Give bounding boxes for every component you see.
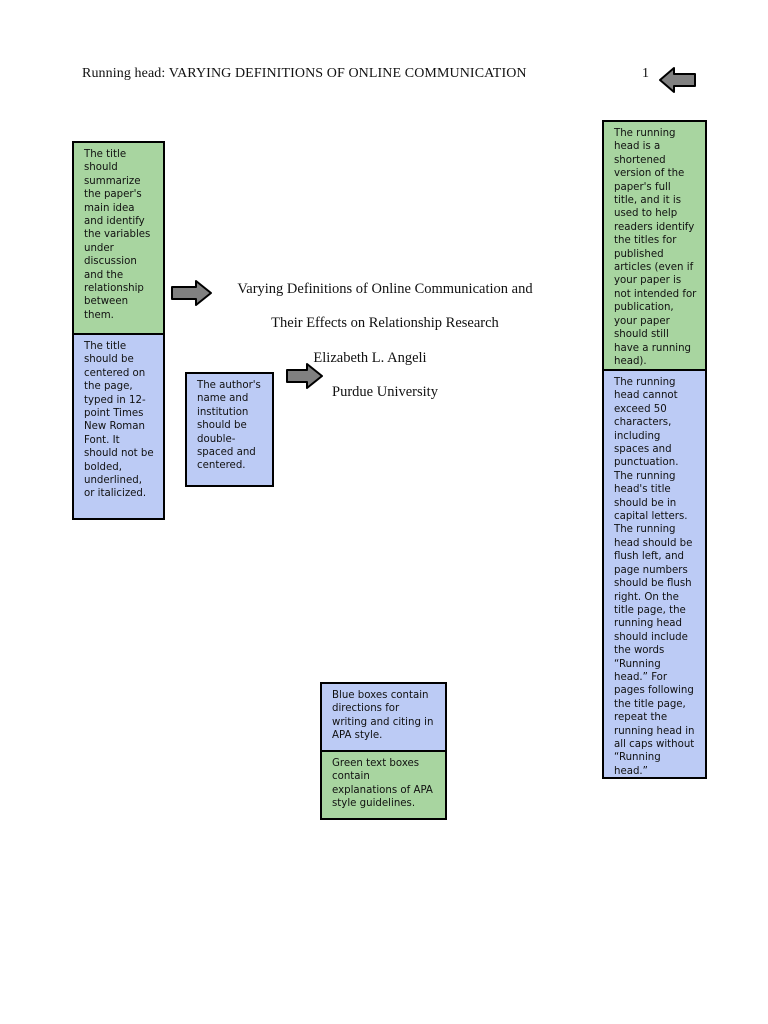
author-name: Elizabeth L. Angeli xyxy=(313,350,427,366)
note-title-summary: The title should summarize the paper's m… xyxy=(72,141,165,335)
arrow-right-icon xyxy=(171,280,212,306)
arrow-right-icon xyxy=(286,363,323,389)
legend-green-box: Green text boxes contain explanations of… xyxy=(320,750,447,820)
institution: Purdue University xyxy=(332,384,438,400)
page-number: 1 xyxy=(642,66,649,81)
arrow-left-icon xyxy=(659,67,696,93)
paper-title-line-1: Varying Definitions of Online Communicat… xyxy=(237,281,533,297)
note-running-head-explanation: The running head is a shortened version … xyxy=(602,120,707,371)
legend-blue-box: Blue boxes contain directions for writin… xyxy=(320,682,447,752)
running-head: Running head: VARYING DEFINITIONS OF ONL… xyxy=(82,66,527,81)
note-running-head-rules: The running head cannot exceed 50 charac… xyxy=(602,369,707,779)
note-author-format: The author's name and institution should… xyxy=(185,372,274,487)
paper-title-line-2: Their Effects on Relationship Research xyxy=(271,315,499,331)
note-title-format: The title should be centered on the page… xyxy=(72,333,165,520)
